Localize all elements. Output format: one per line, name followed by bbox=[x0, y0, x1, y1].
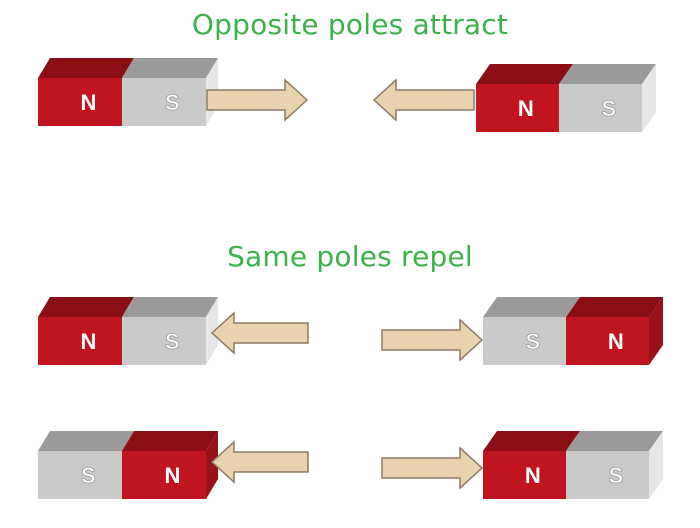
pole-top-face bbox=[122, 431, 218, 451]
repel-heading: Same poles repel bbox=[227, 240, 473, 273]
pole-label: N bbox=[525, 463, 541, 488]
pole-top-face bbox=[566, 297, 663, 317]
pole-label: N bbox=[80, 329, 96, 354]
pole-top-face bbox=[483, 297, 580, 317]
pole-top-face bbox=[476, 64, 573, 84]
north-pole: N bbox=[38, 58, 134, 126]
south-pole: S bbox=[122, 58, 218, 126]
north-pole: N bbox=[476, 64, 573, 132]
pole-front-face bbox=[476, 84, 559, 132]
north-pole: N bbox=[566, 297, 663, 365]
pole-top-face bbox=[122, 297, 218, 317]
south-pole: S bbox=[122, 297, 218, 365]
pole-front-face bbox=[483, 451, 566, 499]
pole-label: N bbox=[80, 90, 96, 115]
pole-front-face bbox=[38, 317, 122, 365]
pole-front-face bbox=[566, 451, 649, 499]
pole-front-face bbox=[559, 84, 642, 132]
north-pole: N bbox=[38, 297, 134, 365]
arrow-left-icon bbox=[210, 440, 309, 484]
pole-top-face bbox=[122, 58, 218, 78]
arrow-left-icon bbox=[210, 311, 309, 355]
pole-side-face bbox=[649, 431, 663, 499]
pole-top-face bbox=[559, 64, 656, 84]
pole-label: N bbox=[518, 96, 534, 121]
south-pole: S bbox=[559, 64, 656, 132]
attract-heading: Opposite poles attract bbox=[191, 8, 509, 41]
pole-top-face bbox=[566, 431, 663, 451]
south-pole: S bbox=[483, 297, 580, 365]
arrow-right-icon bbox=[381, 318, 484, 362]
south-pole: S bbox=[566, 431, 663, 499]
north-pole: N bbox=[122, 431, 218, 499]
pole-front-face bbox=[38, 451, 122, 499]
pole-top-face bbox=[38, 58, 134, 78]
pole-label: S bbox=[601, 96, 616, 121]
pole-side-face bbox=[642, 64, 656, 132]
pole-label: S bbox=[81, 463, 96, 488]
south-pole: S bbox=[38, 431, 134, 499]
arrow-left-icon bbox=[372, 78, 475, 122]
pole-side-face bbox=[206, 431, 218, 499]
pole-front-face bbox=[566, 317, 649, 365]
pole-top-face bbox=[38, 431, 134, 451]
pole-side-face bbox=[649, 297, 663, 365]
pole-front-face bbox=[122, 451, 206, 499]
pole-label: S bbox=[165, 90, 180, 115]
pole-label: N bbox=[164, 463, 180, 488]
pole-front-face bbox=[122, 317, 206, 365]
pole-front-face bbox=[122, 78, 206, 126]
arrow-right-icon bbox=[206, 78, 309, 122]
pole-front-face bbox=[38, 78, 122, 126]
pole-label: S bbox=[165, 329, 180, 354]
pole-top-face bbox=[38, 297, 134, 317]
pole-front-face bbox=[483, 317, 566, 365]
pole-label: S bbox=[608, 463, 623, 488]
arrow-right-icon bbox=[381, 446, 484, 490]
pole-side-face bbox=[206, 297, 218, 365]
pole-label: S bbox=[525, 329, 540, 354]
north-pole: N bbox=[483, 431, 580, 499]
pole-label: N bbox=[608, 329, 624, 354]
pole-top-face bbox=[483, 431, 580, 451]
